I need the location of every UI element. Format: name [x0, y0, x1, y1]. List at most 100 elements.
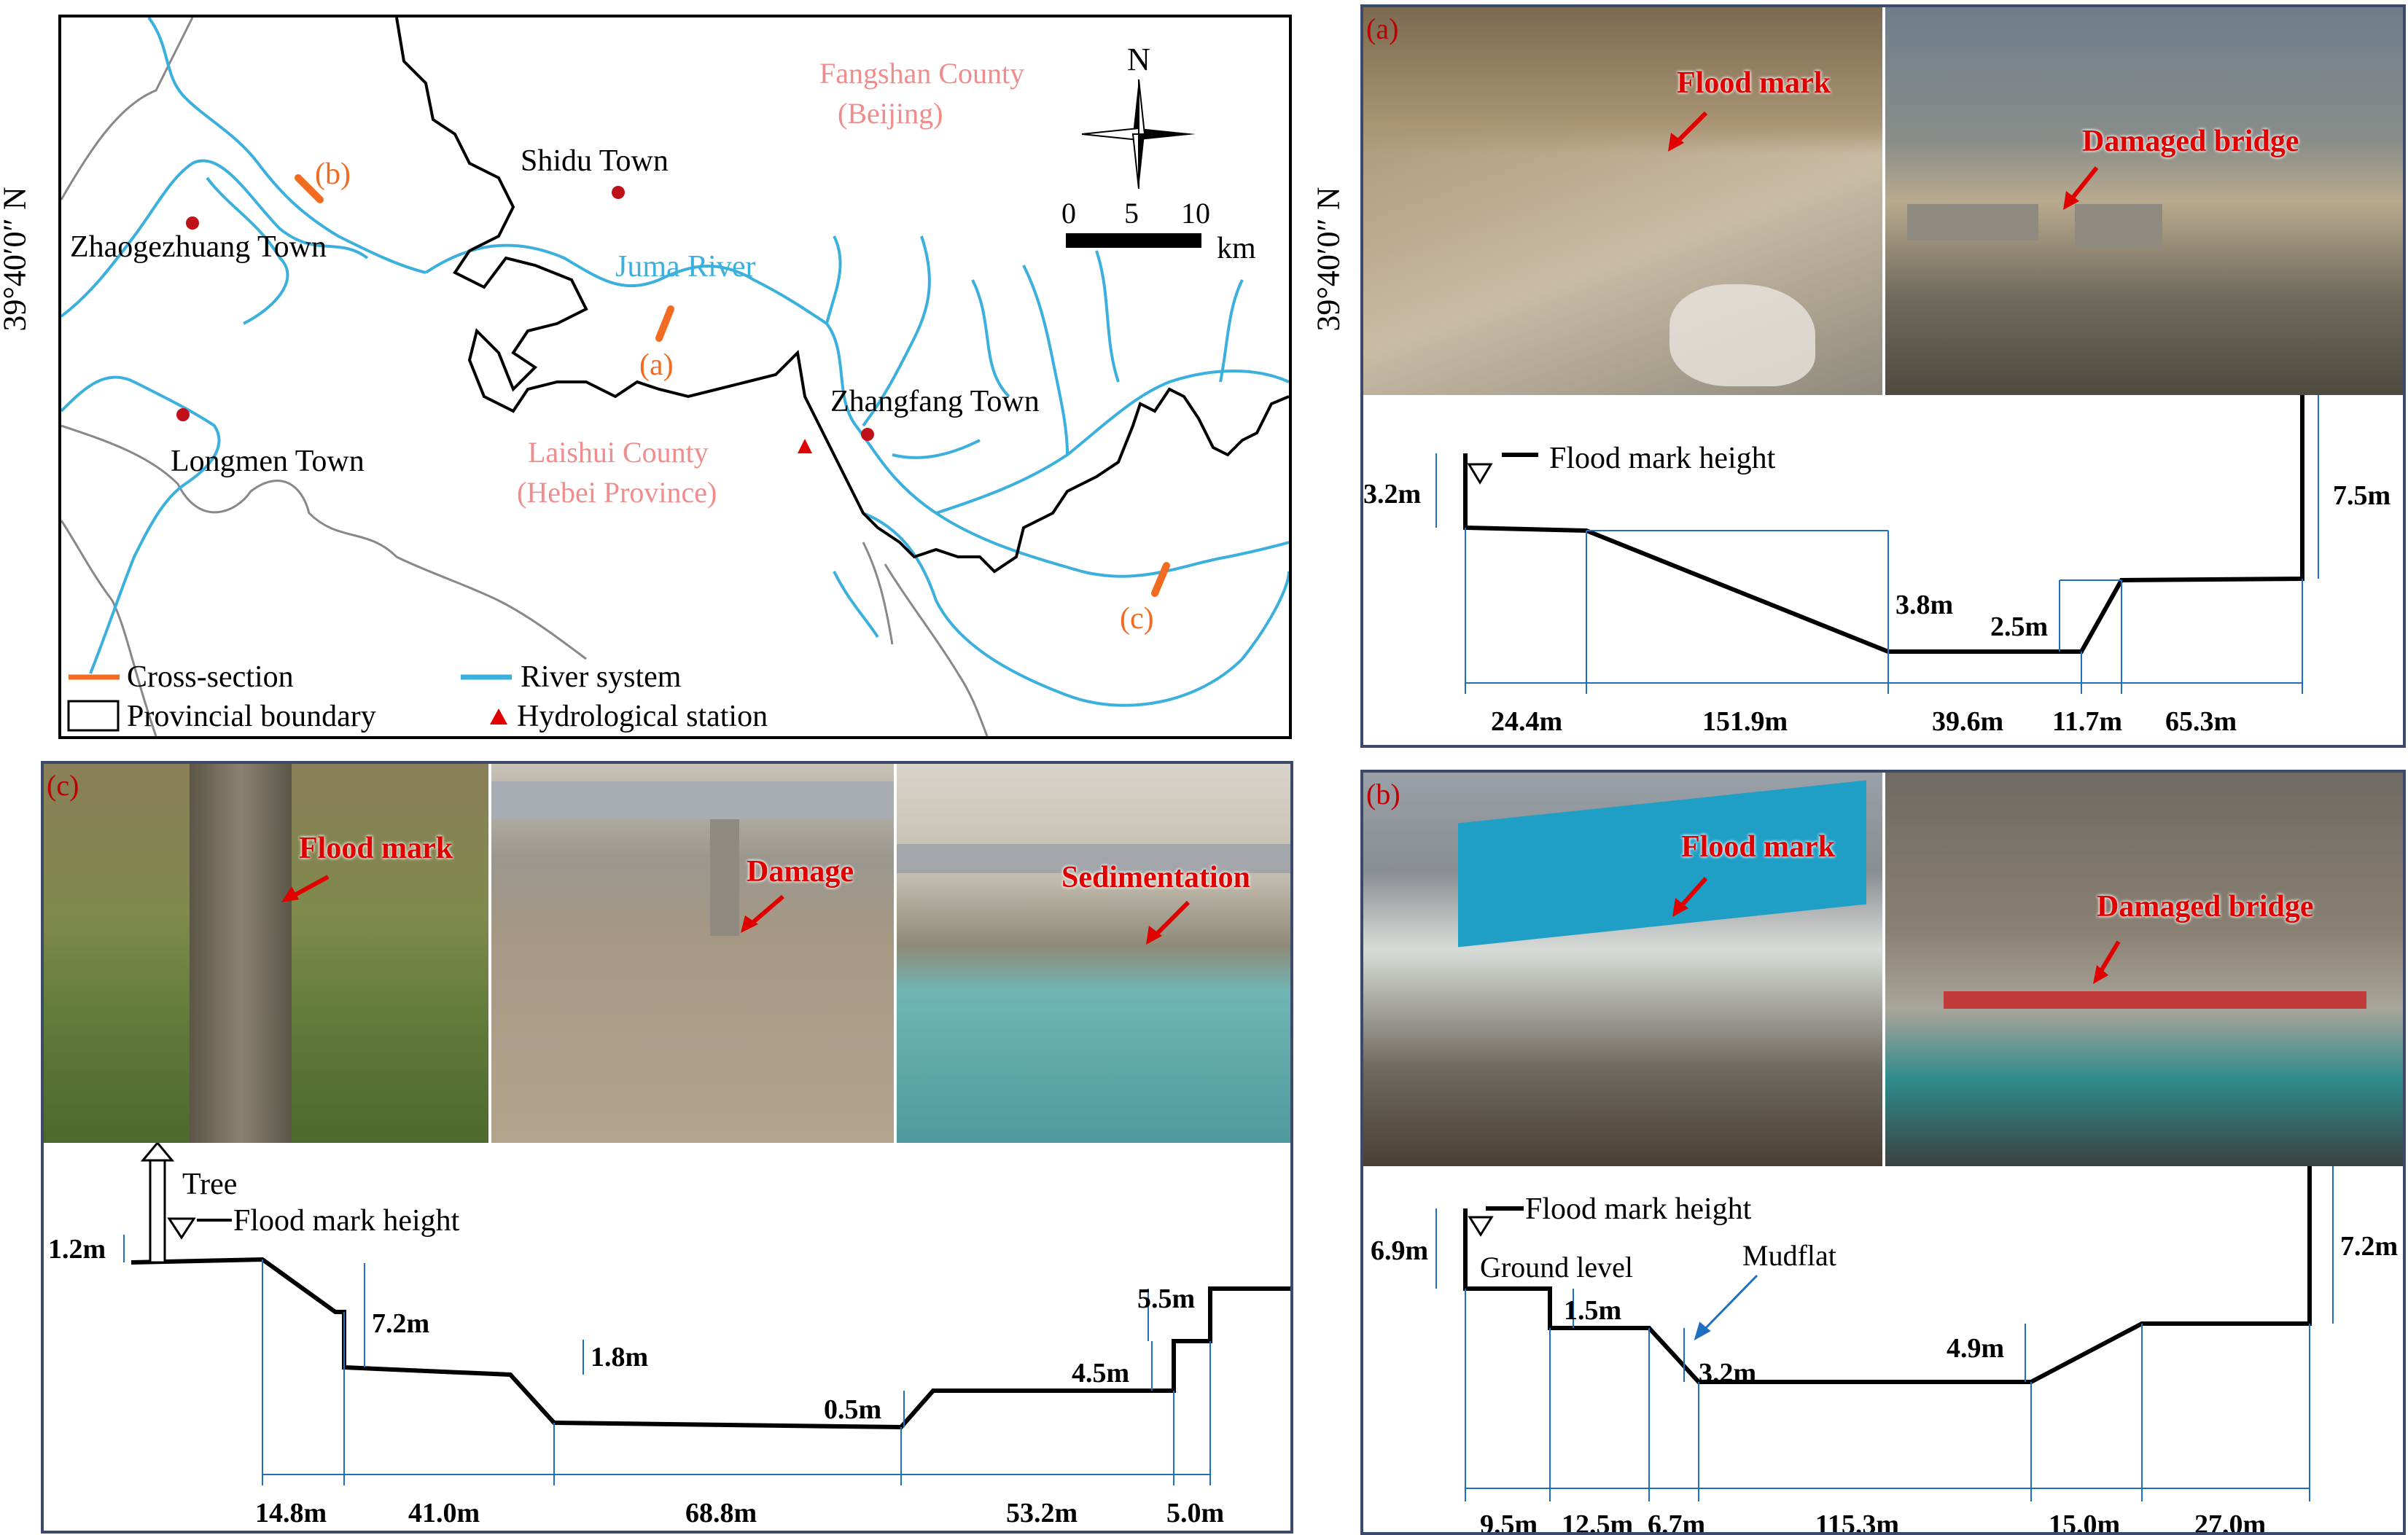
panel-b-ground-level-label: Ground level: [1480, 1251, 1633, 1284]
river-system: [61, 17, 1289, 707]
flood-mark-triangle-icon: [1467, 463, 1493, 485]
photo-c-flood-mark: [44, 764, 488, 1143]
panel-c: (c) Flood mark Damage Sedimentation Tree…: [41, 761, 1293, 1534]
panel-b-width-6: 27.0m: [2194, 1509, 2266, 1535]
panel-c-width-3: 68.8m: [685, 1498, 757, 1528]
panel-a-width-3: 39.6m: [1932, 706, 2003, 737]
panel-b: (b) Flood mark Damaged bridge Flood mark…: [1360, 770, 2406, 1535]
panel-a-width-4: 11.7m: [2052, 706, 2122, 737]
photo-c-arrow-2: [741, 894, 784, 933]
panel-a-width-1: 24.4m: [1491, 706, 1562, 737]
panel-b-width-3: 6.7m: [1648, 1509, 1705, 1535]
panel-b-width-1: 9.5m: [1480, 1509, 1538, 1535]
laishui-county-label: Laishui County: [528, 436, 709, 469]
svg-text:10: 10: [1181, 197, 1210, 230]
panel-b-height-4: 4.9m: [1947, 1333, 2004, 1364]
legend-cross-section: Cross-section: [127, 660, 294, 694]
panel-c-height-3: 1.8m: [591, 1342, 648, 1372]
photo-b-damaged-bridge-label: Damaged bridge: [2097, 890, 2314, 923]
cross-section-c-label: (c): [1120, 602, 1154, 636]
panel-c-width-4: 53.2m: [1006, 1498, 1078, 1528]
panel-a-flood-mark-label: Flood mark height: [1549, 442, 1776, 475]
longmen-town-marker: [176, 408, 190, 421]
panel-b-flood-mark-label: Flood mark height: [1525, 1192, 1752, 1226]
photo-c-damage-label: Damage: [747, 855, 854, 888]
shidu-town-label: Shidu Town: [521, 144, 669, 178]
panel-b-height-2: 1.5m: [1564, 1295, 1621, 1326]
cross-section-a: [655, 305, 674, 342]
north-label: N: [1127, 42, 1150, 77]
zhangfang-town-marker: [861, 428, 874, 441]
panel-b-tag: (b): [1366, 778, 1400, 811]
svg-text:km: km: [1217, 232, 1256, 265]
cross-section-a-profile: Flood mark height 3.2m 3.8m 2.5m 7.5m 24…: [1363, 395, 2391, 737]
legend-river-system: River system: [521, 660, 682, 694]
photo-a-arrow-1: [1668, 111, 1708, 152]
panel-b-width-4: 115.3m: [1815, 1509, 1899, 1535]
panel-c-height-1: 1.2m: [48, 1234, 106, 1265]
panel-a-height-2: 3.8m: [1895, 590, 1953, 620]
map-legend: Cross-section River system Provincial bo…: [67, 660, 768, 733]
photo-a-arrow-2: [2063, 166, 2099, 210]
juma-river-label: Juma River: [615, 250, 755, 284]
cross-section-b-label: (b): [315, 157, 351, 191]
panel-a-height-4: 7.5m: [2333, 480, 2391, 511]
photo-c-sedimentation-label: Sedimentation: [1061, 861, 1251, 894]
panel-c-tree-label: Tree: [182, 1168, 237, 1201]
shidu-town-marker: [612, 186, 625, 199]
panel-c-width-2: 41.0m: [408, 1498, 480, 1528]
cross-section-b-profile: Flood mark height Ground level Mudflat 6…: [1371, 1166, 2398, 1535]
roads: [61, 17, 989, 736]
panel-a-height-3: 2.5m: [1990, 612, 2048, 642]
panel-c-height-2: 7.2m: [372, 1308, 429, 1339]
fangshan-county-sublabel: (Beijing): [838, 97, 943, 130]
photo-a-flood-mark-label: Flood mark: [1677, 66, 1831, 100]
map-panel: Juma River Fangshan County (Beijing) Lai…: [58, 15, 1292, 739]
latitude-label-left: 39°40′0″ N: [0, 187, 33, 332]
longmen-town-label: Longmen Town: [171, 445, 365, 478]
study-area-map: Juma River Fangshan County (Beijing) Lai…: [61, 17, 1289, 736]
panel-b-height-5: 7.2m: [2340, 1231, 2398, 1262]
zhaogezhuang-town-label: Zhaogezhuang Town: [70, 230, 327, 264]
legend-provincial-boundary: Provincial boundary: [127, 700, 376, 733]
panel-b-width-2: 12.5m: [1562, 1509, 1633, 1535]
photo-b-damaged-bridge: [1885, 773, 2403, 1166]
hydrological-station-marker: [798, 439, 812, 453]
svg-text:5: 5: [1124, 197, 1139, 230]
photo-a-flood-mark: [1363, 7, 1882, 395]
photo-b-flood-mark-label: Flood mark: [1681, 830, 1836, 864]
panel-c-flood-mark-label: Flood mark height: [233, 1204, 460, 1238]
panel-a: (a) Flood mark Damaged bridge Flood mark…: [1360, 4, 2406, 748]
photo-b-arrow-2: [2093, 940, 2121, 984]
panel-c-height-6: 5.5m: [1137, 1284, 1195, 1314]
panel-c-width-5: 5.0m: [1166, 1498, 1224, 1528]
panel-c-height-4: 0.5m: [824, 1394, 881, 1425]
panel-a-height-1: 3.2m: [1363, 479, 1421, 509]
flood-mark-triangle-icon: [1468, 1216, 1494, 1237]
zhaogezhuang-town-marker: [186, 216, 199, 230]
photo-b-arrow-1: [1672, 877, 1708, 917]
photo-b-flood-mark: [1363, 773, 1882, 1166]
panel-b-mudflat-label: Mudflat: [1742, 1239, 1836, 1272]
photo-c-damage: [491, 764, 894, 1143]
cross-section-b: [295, 174, 324, 203]
photo-c-flood-mark-label: Flood mark: [299, 832, 453, 865]
photo-a-damaged-bridge: [1885, 7, 2403, 395]
panel-a-tag: (a): [1366, 12, 1399, 45]
flood-mark-triangle-icon: [167, 1217, 196, 1240]
fangshan-county-label: Fangshan County: [819, 57, 1024, 90]
panel-b-height-3: 3.2m: [1699, 1358, 1756, 1388]
panel-c-width-1: 14.8m: [255, 1498, 327, 1528]
photo-c-arrow-3: [1146, 900, 1191, 945]
laishui-county-sublabel: (Hebei Province): [517, 476, 717, 509]
zhangfang-town-label: Zhangfang Town: [830, 385, 1040, 418]
latitude-label-right: 39°40′0″ N: [1310, 187, 1347, 332]
photo-c-arrow-1: [281, 875, 330, 902]
photo-c-sedimentation: [897, 764, 1290, 1143]
panel-b-height-1: 6.9m: [1371, 1235, 1428, 1266]
provincial-boundary: [395, 17, 1289, 574]
panel-a-width-5: 65.3m: [2165, 706, 2237, 737]
panel-c-height-5: 4.5m: [1072, 1358, 1129, 1388]
north-arrow-icon: [1081, 79, 1196, 190]
tree-arrow-icon: [140, 1143, 175, 1264]
